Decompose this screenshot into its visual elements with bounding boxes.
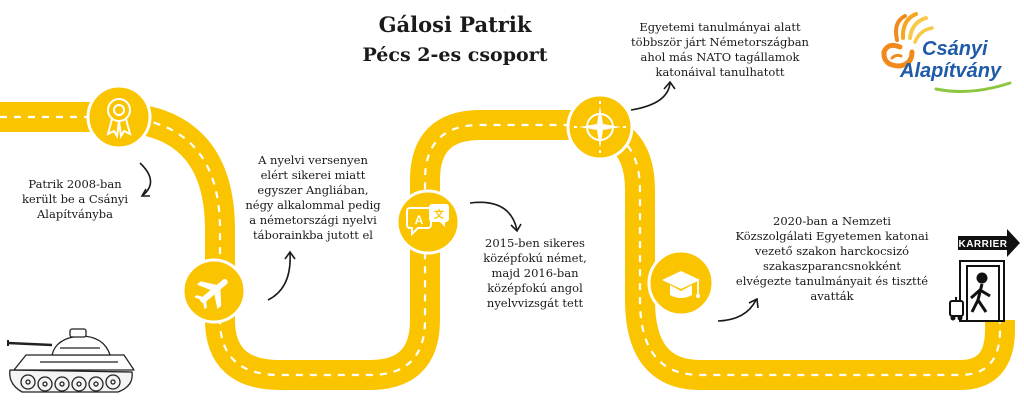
career-label: KARRIER <box>958 239 1007 250</box>
note-line: majd 2016-ban <box>491 266 579 280</box>
note-line: nyelvvizsgát tett <box>486 296 584 310</box>
svg-text:文: 文 <box>434 208 445 221</box>
arrow-to-note-4 <box>630 80 676 111</box>
milestone-award <box>86 84 152 150</box>
note-line: középfokú német, <box>483 251 587 265</box>
note-line: egyszer Angliában, <box>257 183 369 197</box>
milestone-nato <box>566 93 634 161</box>
note-line: elvégezte tanulmányait és tisztté <box>735 274 929 288</box>
note-line: középfokú angol <box>487 281 583 295</box>
arrow-to-note-1 <box>139 162 152 197</box>
note-line: négy alkalommal pedig <box>245 198 381 212</box>
svg-text:A: A <box>415 213 424 227</box>
milestone-note-1: Patrik 2008-ban került be a Csányi Alapí… <box>10 177 140 222</box>
note-line: Patrik 2008-ban <box>28 177 122 191</box>
note-line: avatták <box>810 289 854 303</box>
note-line: 2015-ben sikeres <box>485 236 585 250</box>
timeline-road-dashes <box>0 115 1002 377</box>
note-line: került be a Csányi <box>21 192 129 206</box>
airplane-icon <box>194 279 228 310</box>
arrow-to-note-5 <box>717 297 759 322</box>
note-line: katonáival tanulhatott <box>655 65 785 79</box>
milestone-note-2: A nyelvi versenyen elért sikerei miatt e… <box>238 153 388 243</box>
milestone-graduation <box>647 249 715 317</box>
note-line: elért sikerei miatt <box>260 168 366 182</box>
note-line: többször járt Németországban <box>631 35 809 49</box>
note-line: ahol más NATO tagállamok <box>640 50 800 64</box>
milestone-note-4: Egyetemi tanulmányai alatt többször járt… <box>615 20 825 80</box>
career-sign: KARRIER <box>958 229 1020 257</box>
note-line: a németországi nyelvi <box>249 213 377 227</box>
note-line: A nyelvi versenyen <box>258 153 368 167</box>
arrow-to-note-3 <box>469 201 522 233</box>
milestone-translate: A 文 <box>395 189 461 255</box>
note-line: Alapítványba <box>37 207 113 221</box>
tank-sketch-icon <box>7 328 135 393</box>
logo-line-2: Alapítvány <box>900 60 1002 82</box>
note-line: Egyetemi tanulmányai alatt <box>639 20 801 34</box>
logo-line-1: Csányi <box>922 38 988 60</box>
graduation-cap-icon <box>662 271 700 298</box>
career-arrow-shape <box>958 229 1020 257</box>
milestone-note-3: 2015-ben sikeres középfokú német, majd 2… <box>475 236 595 311</box>
note-line: szakaszparancsnokként <box>762 259 902 273</box>
note-line: vezető szakon harckocsizó <box>754 244 910 258</box>
arrow-to-note-2 <box>267 250 296 301</box>
nato-compass-icon <box>574 101 626 153</box>
translate-speech-icon: A 文 <box>406 204 449 237</box>
note-line: 2020-ban a Nemzeti <box>773 214 891 228</box>
logo-text: Csányi Alapítvány <box>900 38 1001 82</box>
award-ribbon-icon <box>106 98 132 139</box>
csanyi-logo-swirl-icon <box>881 12 1012 93</box>
page-subtitle: Pécs 2-es csoport <box>362 44 548 66</box>
milestone-airplane <box>181 258 247 324</box>
page-title: Gálosi Patrik <box>378 12 532 37</box>
pointer-arrows <box>139 80 759 322</box>
note-line: táborainkba jutott el <box>253 228 373 242</box>
exit-door-person-icon <box>949 260 1005 322</box>
note-line: Közszolgálati Egyetemen katonai <box>735 229 929 243</box>
milestone-note-5: 2020-ban a Nemzeti Közszolgálati Egyetem… <box>722 214 942 304</box>
